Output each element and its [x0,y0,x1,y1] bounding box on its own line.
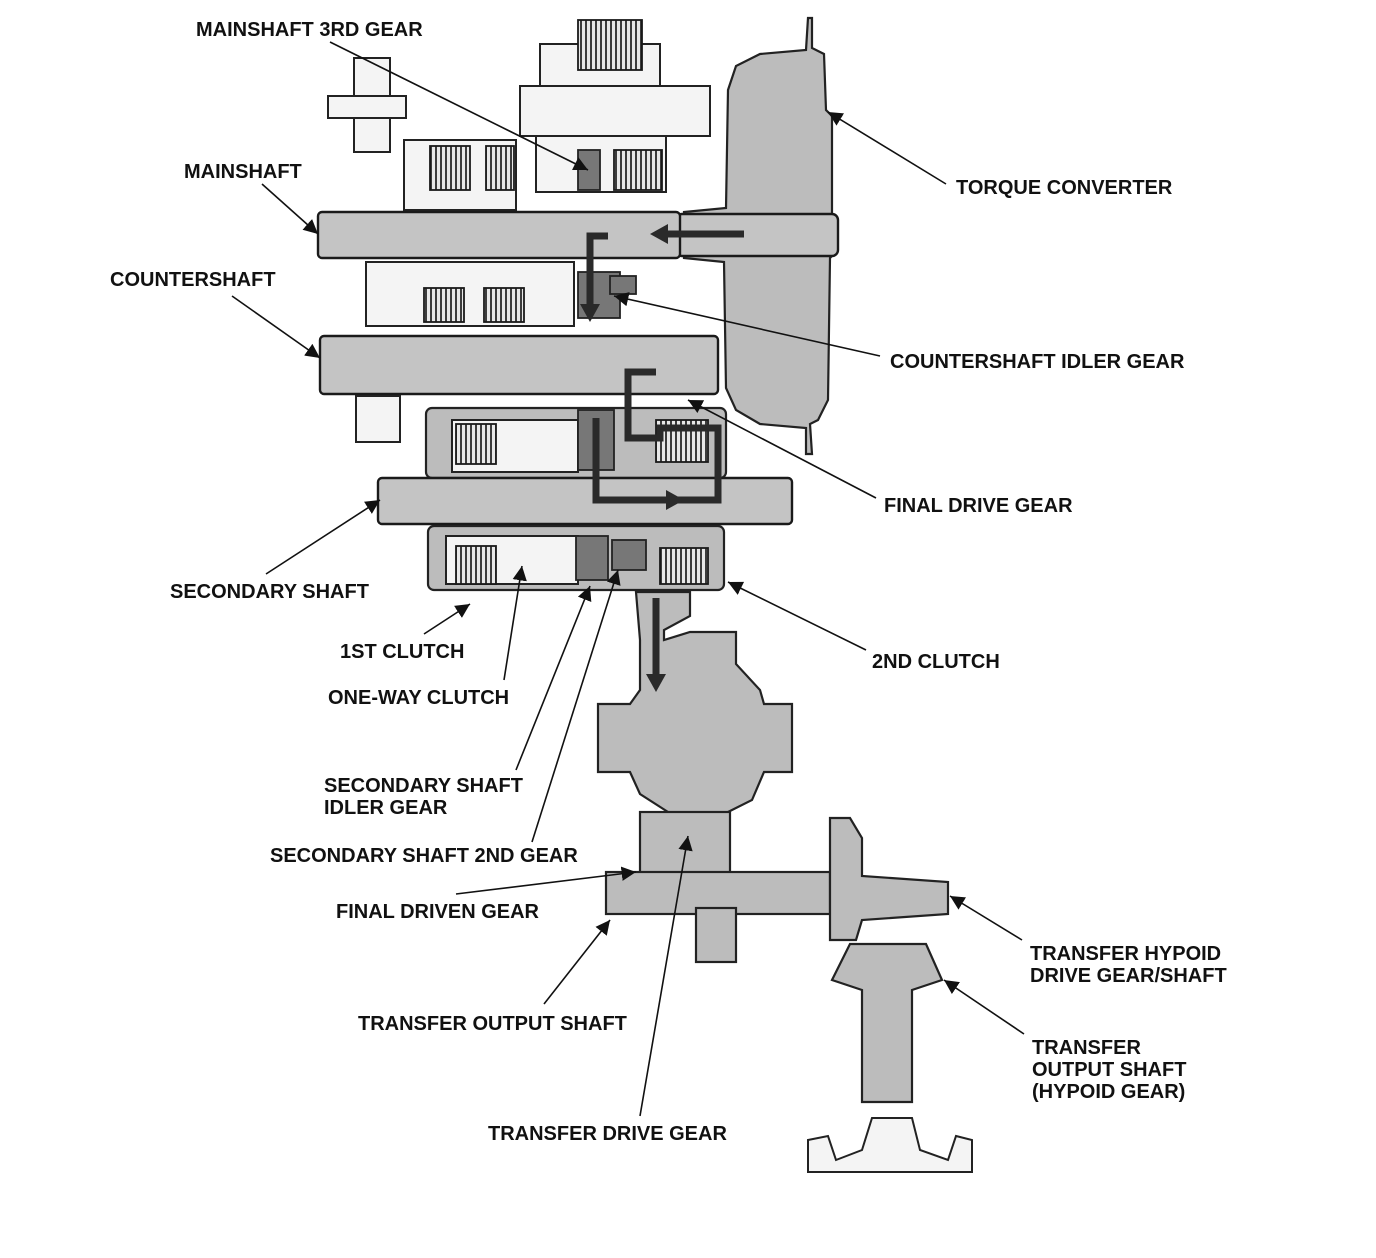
label-secondary-shaft-idler-gear-1: SECONDARY SHAFT [324,775,523,797]
leader-countershaft [231,295,321,359]
leader-mainshaft [261,183,319,235]
label-transfer-output-hypoid-1: TRANSFER [1032,1037,1141,1059]
transfer-hypoid-assembly [807,816,973,1173]
leader-one-way-clutch [503,565,527,681]
label-countershaft-idler-gear: COUNTERSHAFT IDLER GEAR [890,351,1185,373]
label-secondary-shaft-2nd-gear: SECONDARY SHAFT 2ND GEAR [270,845,578,867]
countershaft [318,334,720,443]
leader-final-drive-gear [687,399,877,499]
differential-assembly [596,590,832,964]
label-transfer-hypoid-1: TRANSFER HYPOID [1030,943,1221,965]
countershaft-gear-assembly [365,261,637,327]
leader-final-driven-gear [455,866,637,895]
leader-secondary-shaft-2nd-gear [531,569,621,843]
label-final-driven-gear: FINAL DRIVEN GEAR [336,901,540,923]
leader-2nd-clutch [727,581,867,651]
power-flow-path [580,224,744,692]
label-2nd-clutch: 2ND CLUTCH [872,651,1000,673]
label-secondary-shaft: SECONDARY SHAFT [170,581,369,603]
leader-transfer-hypoid-drive-gear [949,895,1023,941]
leader-transfer-output-shaft-hypoid [943,979,1025,1035]
mainshaft [316,210,682,260]
label-final-drive-gear: FINAL DRIVE GEAR [884,495,1073,517]
label-transfer-output-hypoid-3: (HYPOID GEAR) [1032,1081,1185,1103]
leader-countershaft-idler-gear [613,292,881,357]
label-mainshaft: MAINSHAFT [184,161,302,183]
callout-labels: MAINSHAFT 3RD GEAR MAINSHAFT COUNTERSHAF… [110,19,1227,1145]
secondary-shaft-assembly [376,406,794,592]
leader-torque-converter [827,111,947,185]
leader-mainshaft-3rd-gear [329,41,589,171]
leader-transfer-drive-gear [639,835,693,1117]
label-mainshaft-3rd-gear: MAINSHAFT 3RD GEAR [196,19,423,41]
label-one-way-clutch: ONE-WAY CLUTCH [328,687,509,709]
label-torque-converter: TORQUE CONVERTER [956,177,1173,199]
label-secondary-shaft-idler-gear-2: IDLER GEAR [324,797,448,819]
label-transfer-hypoid-2: DRIVE GEAR/SHAFT [1030,965,1227,987]
leader-secondary-shaft-idler-gear [515,585,592,771]
upper-gear-assembly [327,19,711,211]
label-transfer-output-hypoid-2: OUTPUT SHAFT [1032,1059,1186,1081]
leader-transfer-output-shaft [543,919,611,1005]
label-1st-clutch: 1ST CLUTCH [340,641,464,663]
label-transfer-output-shaft: TRANSFER OUTPUT SHAFT [358,1013,627,1035]
label-transfer-drive-gear: TRANSFER DRIVE GEAR [488,1123,727,1145]
leader-secondary-shaft [265,499,381,575]
label-countershaft: COUNTERSHAFT [110,269,276,291]
leader-lines [231,41,1025,1117]
leader-1st-clutch [423,603,471,635]
